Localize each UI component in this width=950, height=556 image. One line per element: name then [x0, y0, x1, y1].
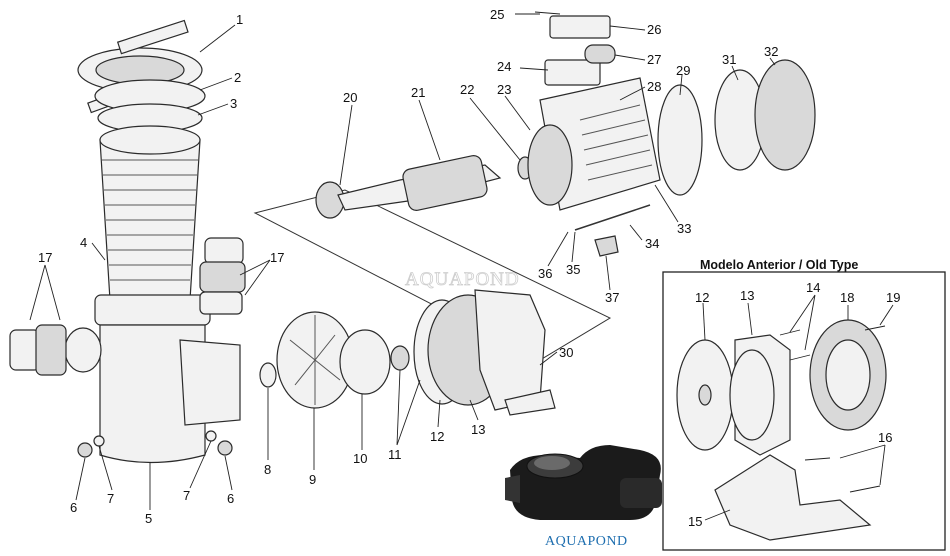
callout-31: 31 — [722, 52, 736, 67]
union-fitting-right — [199, 237, 246, 315]
callout-25: 25 — [490, 7, 504, 22]
motor-stator — [527, 77, 661, 211]
pump-foot — [594, 235, 619, 257]
callout-8: 8 — [264, 462, 271, 477]
drain-plug-left — [77, 442, 93, 458]
callout-36: 36 — [538, 266, 552, 281]
old-callout-12: 12 — [695, 290, 709, 305]
callout-27: 27 — [647, 52, 661, 67]
callout-numbers: 1 2 3 4 5 6 6 7 7 8 9 10 11 12 13 17 17 … — [38, 7, 778, 526]
callout-37: 37 — [605, 290, 619, 305]
callout-21: 21 — [411, 85, 425, 100]
callout-17-right: 17 — [270, 250, 284, 265]
callout-7-left: 7 — [107, 491, 114, 506]
cover-screw — [534, 11, 561, 15]
callout-20: 20 — [343, 90, 357, 105]
old-callout-14: 14 — [806, 280, 820, 295]
old-type-box: Modelo Anterior / Old Type — [662, 258, 946, 551]
fan-cover — [754, 59, 816, 171]
callout-11: 11 — [388, 447, 402, 462]
pump-product-photo — [505, 445, 662, 520]
callout-12: 12 — [430, 429, 444, 444]
motor-end-cover — [657, 84, 703, 196]
terminal-box — [544, 59, 601, 86]
drain-oring-right — [205, 430, 217, 442]
callout-6-right: 6 — [227, 491, 234, 506]
callout-17-left: 17 — [38, 250, 52, 265]
o-ring-8 — [259, 362, 277, 388]
rotor-assembly — [315, 155, 533, 219]
terminal-cover — [549, 15, 611, 39]
callout-22: 22 — [460, 82, 474, 97]
callout-30: 30 — [559, 345, 573, 360]
drain-plug-right — [217, 440, 233, 456]
callout-29: 29 — [676, 63, 690, 78]
old-type-callouts: 12 13 14 18 19 16 15 — [688, 280, 900, 529]
callout-28: 28 — [647, 79, 661, 94]
callout-10: 10 — [353, 451, 367, 466]
callout-6-left: 6 — [70, 500, 77, 515]
callout-32: 32 — [764, 44, 778, 59]
capacitor — [584, 44, 616, 64]
leader-lines — [29, 13, 894, 521]
callout-26: 26 — [647, 22, 661, 37]
old-callout-16: 16 — [878, 430, 892, 445]
callout-13: 13 — [471, 422, 485, 437]
brand-label: AQUAPOND — [545, 534, 628, 549]
callout-2: 2 — [234, 70, 241, 85]
pump-housing — [64, 294, 241, 464]
callout-1: 1 — [236, 12, 243, 27]
tie-rod — [574, 204, 651, 231]
old-callout-13: 13 — [740, 288, 754, 303]
old-type-title: Modelo Anterior / Old Type — [700, 258, 858, 272]
watermark-text: AQUAPOND — [405, 269, 520, 290]
union-fitting-left — [9, 324, 67, 376]
callout-33: 33 — [677, 221, 691, 236]
callout-24: 24 — [497, 59, 511, 74]
old-callout-18: 18 — [840, 290, 854, 305]
diffuser — [276, 311, 354, 409]
motor-bracket — [474, 289, 556, 416]
callout-4: 4 — [80, 235, 87, 250]
callout-9: 9 — [309, 472, 316, 487]
callout-35: 35 — [566, 262, 580, 277]
impeller — [339, 329, 391, 395]
callout-3: 3 — [230, 96, 237, 111]
callout-34: 34 — [645, 236, 659, 251]
callout-7-right: 7 — [183, 488, 190, 503]
mechanical-seal — [390, 345, 410, 371]
old-callout-15: 15 — [688, 514, 702, 529]
drain-oring-left — [93, 435, 105, 447]
old-callout-19: 19 — [886, 290, 900, 305]
strainer-basket — [99, 125, 201, 301]
callout-23: 23 — [497, 82, 511, 97]
callout-5: 5 — [145, 511, 152, 526]
